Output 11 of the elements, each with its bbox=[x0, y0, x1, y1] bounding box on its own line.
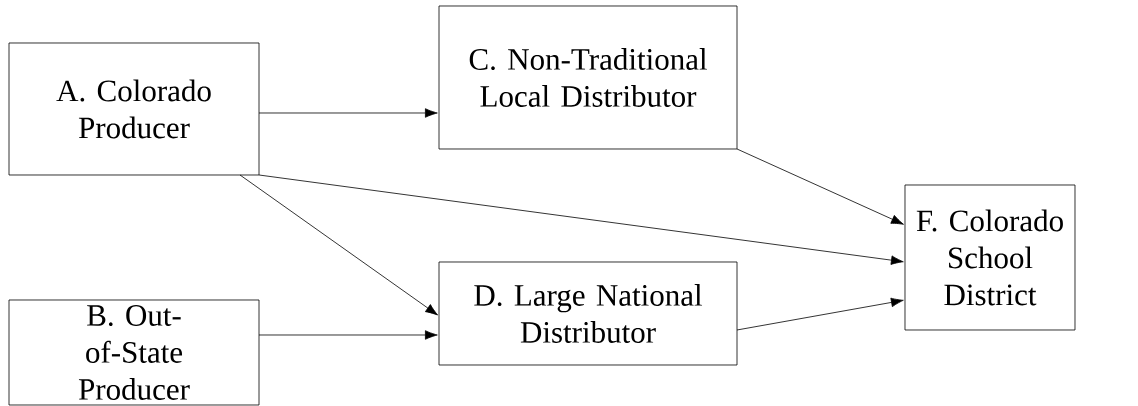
arrow bbox=[736, 297, 904, 331]
arrow bbox=[239, 174, 438, 316]
process-box: D. Large National Distributor bbox=[438, 261, 738, 366]
process-box: A. Colorado Producer bbox=[8, 42, 260, 176]
arrow bbox=[258, 330, 438, 340]
process-box: F. Colorado School District bbox=[904, 184, 1076, 331]
arrow bbox=[736, 148, 904, 225]
process-box: C. Non-Traditional Local Distributor bbox=[438, 5, 738, 150]
arrow bbox=[258, 108, 438, 118]
arrow bbox=[258, 174, 904, 265]
process-box: B. Out-of-State Producer bbox=[8, 299, 260, 406]
